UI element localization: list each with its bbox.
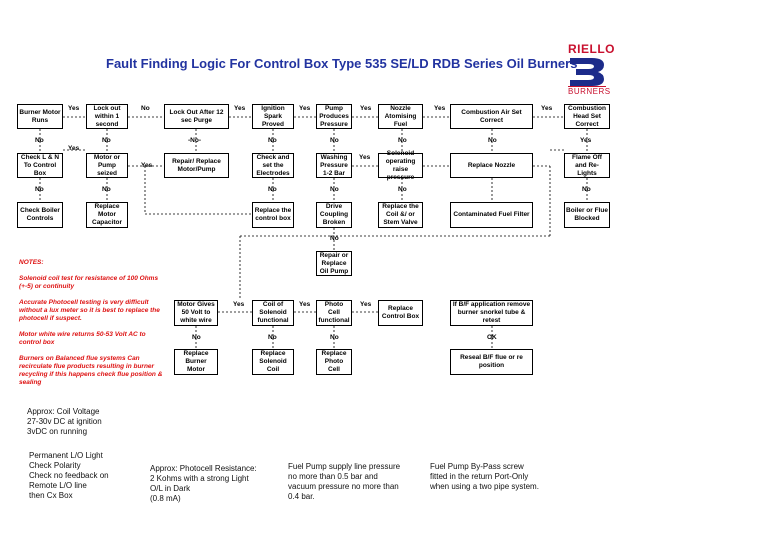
label-yes: Yes <box>68 105 80 112</box>
label-no: No <box>330 137 339 144</box>
label-no: No <box>192 334 201 341</box>
note-balanced-flue: Burners on Balanced flue systems Can rec… <box>19 355 163 386</box>
label-yes: Yes <box>299 301 311 308</box>
label-yes: Yes <box>360 301 372 308</box>
page-title: Fault Finding Logic For Control Box Type… <box>106 56 578 71</box>
label-ok: OK <box>487 334 497 341</box>
label-yes: Yes <box>434 105 446 112</box>
label-no: No <box>268 334 277 341</box>
label-yes: Yes <box>541 105 553 112</box>
box-replace-burner-motor: Replace Burner Motor <box>174 349 218 375</box>
label-no: No <box>141 105 150 112</box>
box-replace-photo-cell: Replace Photo Cell <box>316 349 352 375</box>
box-coil-solenoid: Coil of Solenoid functional <box>252 300 294 326</box>
box-replace-control-box: Replace the control box <box>252 202 294 228</box>
label-yes: Yes <box>68 145 80 152</box>
note-bypass-screw: Fuel Pump By-Pass screw fitted in the re… <box>430 462 539 491</box>
label-no: No <box>35 186 44 193</box>
label-no: No <box>330 186 339 193</box>
box-lockout-1s: Lock out within 1 second <box>86 104 128 129</box>
label-no: No <box>102 137 111 144</box>
label-no: No <box>398 186 407 193</box>
box-repair-motor-pump: Repair/ Replace Motor/Pump <box>164 153 229 178</box>
box-reseal-bf: Reseal B/F flue or re position <box>450 349 533 375</box>
label-yes: Yes <box>233 301 245 308</box>
notes-section: NOTES: Solenoid coil test for resistance… <box>19 259 169 395</box>
box-check-ln: Check L & N To Control Box <box>17 153 63 178</box>
brand-subtitle: BURNERS <box>568 86 611 96</box>
note-fuel-pump-pressure: Fuel Pump supply line pressure no more t… <box>288 462 401 501</box>
box-contaminated-fuel: Contaminated Fuel Filter <box>450 202 533 228</box>
label-yes: Yes <box>141 162 153 169</box>
label-no: No <box>488 137 497 144</box>
box-replace-control-box-2: Replace Control Box <box>378 300 423 326</box>
label-yes: Yes <box>359 154 371 161</box>
label-no: No <box>268 186 277 193</box>
box-bf-application: If B/F application remove burner snorkel… <box>450 300 533 326</box>
box-motor-50v: Motor Gives 50 Volt to white wire <box>174 300 218 326</box>
box-boiler-flue: Boiler or Flue Blocked <box>564 202 610 228</box>
label-no: No <box>268 137 277 144</box>
box-replace-nozzle: Replace Nozzle <box>450 153 533 178</box>
box-washing-pressure: Washing Pressure 1-2 Bar <box>316 153 352 178</box>
note-photocell-resistance: Approx: Photocell Resistance: 2 Kohms wi… <box>150 464 257 503</box>
note-solenoid: Solenoid coil test for resistance of 100… <box>19 275 159 290</box>
label-yes: Yes <box>234 105 246 112</box>
label-yes: Yes <box>299 105 311 112</box>
label-no: No <box>398 137 407 144</box>
box-check-electrodes: Check and set the Electrodes <box>252 153 294 178</box>
brand-logo-icon <box>570 58 604 86</box>
label-no: -No- <box>188 137 201 144</box>
note-lo-light: Permanent L/O Light Check Polarity Check… <box>29 451 109 500</box>
box-combustion-head: Combustion Head Set Correct <box>564 104 610 129</box>
box-nozzle-atomising: Nozzle Atomising Fuel <box>378 104 423 129</box>
box-burner-motor-runs: Burner Motor Runs <box>17 104 63 129</box>
label-yes: Yes <box>360 105 372 112</box>
box-lockout-12s: Lock Out After 12 sec Purge <box>164 104 229 129</box>
box-repair-oil-pump: Repair or Replace Oil Pump <box>316 251 352 276</box>
label-no: No <box>330 235 339 242</box>
label-no: No <box>582 186 591 193</box>
box-motor-pump-seized: Motor or Pump seized <box>86 153 128 178</box>
label-no: No <box>102 186 111 193</box>
box-combustion-air: Combustion Air Set Correct <box>450 104 533 129</box>
label-no: No <box>330 334 339 341</box>
box-drive-coupling: Drive Coupling Broken <box>316 202 352 228</box>
box-replace-solenoid-coil: Replace Solenoid Coil <box>252 349 294 375</box>
box-solenoid-operating: Solenoid operating raise pressure <box>378 150 423 181</box>
box-check-boiler: Check Boiler Controls <box>17 202 63 228</box>
label-no: No <box>35 137 44 144</box>
box-flame-off: Flame Off and Re-Lights <box>564 153 610 178</box>
note-coil-voltage: Approx: Coil Voltage 27-30v DC at igniti… <box>27 407 102 436</box>
note-motor-wire: Motor white wire returns 50-53 Volt AC t… <box>19 331 146 346</box>
box-pump-pressure: Pump Produces Pressure <box>316 104 352 129</box>
box-photo-cell: Photo Cell functional <box>316 300 352 326</box>
label-yes: Yes <box>580 137 592 144</box>
brand-logo: RIELLO <box>568 42 615 56</box>
notes-heading: NOTES: <box>19 259 44 266</box>
box-ignition-spark: Ignition Spark Proved <box>252 104 294 129</box>
note-photocell: Accurate Photocell testing is very diffi… <box>19 299 160 322</box>
box-replace-coil: Replace the Coil &/ or Stem Valve <box>378 202 423 228</box>
box-replace-capacitor: Replace Motor Capacitor <box>86 202 128 228</box>
